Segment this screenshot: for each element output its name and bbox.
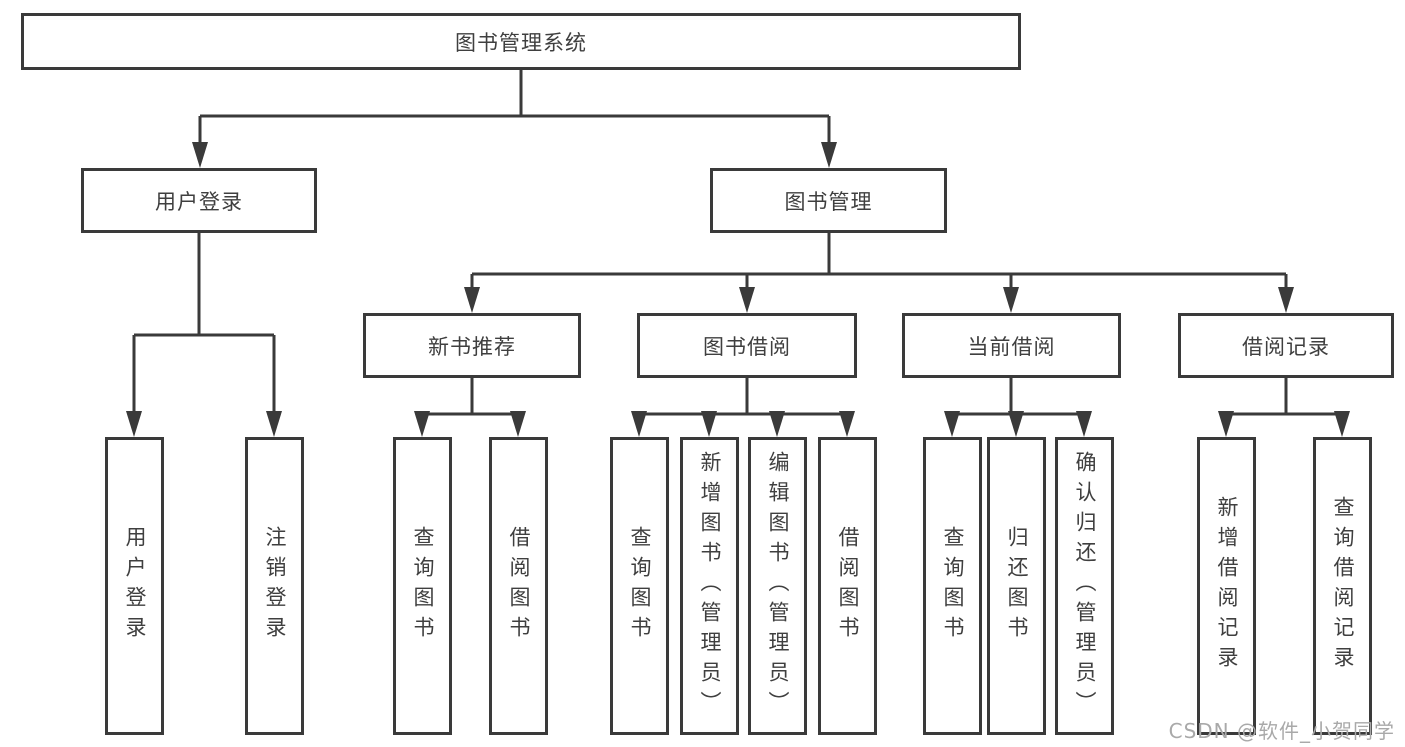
leaf-newbooks-query-label: 查询图书: [411, 526, 435, 646]
node-new-books-label: 新书推荐: [428, 334, 516, 359]
leaf-current-confirm-label: 确认归还（管理员）: [1073, 451, 1097, 721]
leaf-current-query: 查询图书: [923, 437, 982, 735]
leaf-borrow-query-label: 查询图书: [628, 526, 652, 646]
leaf-logout: 注销登录: [245, 437, 304, 735]
leaf-borrow-add: 新增图书（管理员）: [680, 437, 739, 735]
leaf-borrow-query: 查询图书: [610, 437, 669, 735]
node-user-login: 用户登录: [81, 168, 317, 233]
node-book-borrow-label: 图书借阅: [703, 334, 791, 359]
leaf-records-query: 查询借阅记录: [1313, 437, 1372, 735]
node-book-mgmt: 图书管理: [710, 168, 947, 233]
leaf-records-query-label: 查询借阅记录: [1331, 496, 1355, 676]
leaf-user-login-label: 用户登录: [123, 526, 147, 646]
leaf-borrow-borrow: 借阅图书: [818, 437, 877, 735]
leaf-records-add: 新增借阅记录: [1197, 437, 1256, 735]
node-new-books: 新书推荐: [363, 313, 581, 378]
node-current-borrow-label: 当前借阅: [967, 334, 1056, 359]
node-book-borrow: 图书借阅: [637, 313, 857, 378]
leaf-borrow-edit: 编辑图书（管理员）: [748, 437, 807, 735]
leaf-current-return: 归还图书: [987, 437, 1046, 735]
leaf-borrow-borrow-label: 借阅图书: [836, 526, 860, 646]
node-root: 图书管理系统: [21, 13, 1021, 70]
node-user-login-label: 用户登录: [155, 189, 243, 214]
node-root-label: 图书管理系统: [455, 30, 587, 55]
node-current-borrow: 当前借阅: [902, 313, 1121, 378]
arrowheads: [126, 142, 1350, 437]
leaf-current-query-label: 查询图书: [941, 526, 965, 646]
leaf-newbooks-borrow-label: 借阅图书: [507, 526, 531, 646]
leaf-borrow-edit-label: 编辑图书（管理员）: [766, 451, 790, 721]
leaf-current-return-label: 归还图书: [1005, 526, 1029, 646]
leaf-logout-label: 注销登录: [263, 526, 287, 646]
leaf-newbooks-query: 查询图书: [393, 437, 452, 735]
node-borrow-records-label: 借阅记录: [1242, 334, 1330, 359]
csdn-watermark: CSDN @软件_小贺同学: [1168, 719, 1395, 743]
leaf-borrow-add-label: 新增图书（管理员）: [698, 451, 722, 721]
node-borrow-records: 借阅记录: [1178, 313, 1394, 378]
leaf-user-login: 用户登录: [105, 437, 164, 735]
leaf-records-add-label: 新增借阅记录: [1215, 496, 1239, 676]
leaf-newbooks-borrow: 借阅图书: [489, 437, 548, 735]
node-book-mgmt-label: 图书管理: [784, 189, 873, 214]
leaf-current-confirm: 确认归还（管理员）: [1055, 437, 1114, 735]
